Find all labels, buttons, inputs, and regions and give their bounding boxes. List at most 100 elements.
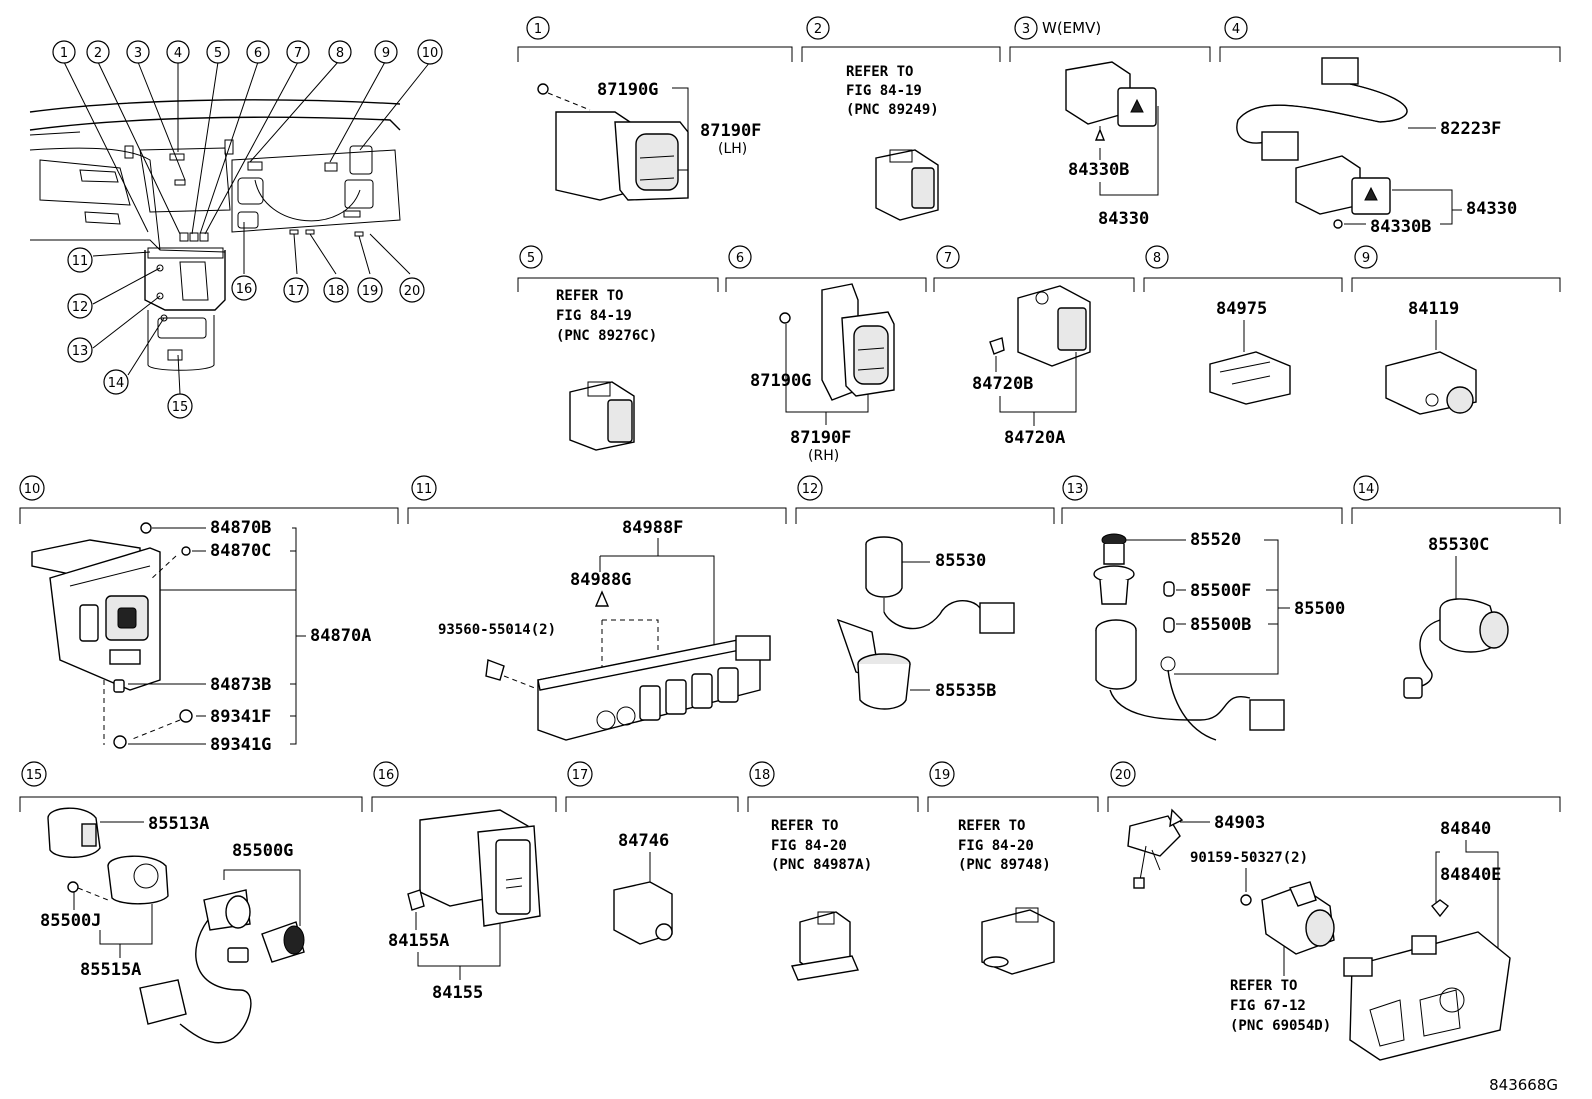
svg-text:16: 16 [236, 282, 253, 297]
section-header-11: 11 [407, 475, 787, 524]
part-84870A: 84870A [310, 626, 371, 646]
section-2: REFER TO FIG 84-19 (PNC 89249) [846, 64, 939, 221]
part-84720A: 84720A [1004, 428, 1065, 448]
part-84840: 84840 [1440, 819, 1491, 839]
svg-text:13: 13 [72, 344, 89, 359]
overview-callout-13: 13 [67, 337, 93, 363]
part-85535B: 85535B [935, 681, 996, 701]
overview-callout-6: 6 [246, 40, 270, 64]
panel-icon [1349, 931, 1511, 1061]
section-header-7: 7 [933, 245, 1135, 292]
connector-icon [1321, 57, 1359, 85]
svg-text:15: 15 [172, 400, 189, 415]
svg-text:7: 7 [944, 251, 952, 266]
clip-icon [407, 889, 425, 911]
dashboard-overview [29, 61, 431, 395]
svg-text:6: 6 [254, 46, 262, 61]
svg-text:18: 18 [754, 768, 771, 783]
svg-text:12: 12 [802, 482, 819, 497]
overview-callout-9: 9 [374, 40, 398, 64]
svg-text:5: 5 [527, 251, 535, 266]
part-84975: 84975 [1216, 299, 1267, 319]
part-85530: 85530 [935, 551, 986, 571]
svg-text:14: 14 [108, 376, 125, 391]
connector-icon [139, 979, 187, 1025]
part-84155: 84155 [432, 983, 483, 1003]
part-84746: 84746 [618, 831, 669, 851]
section-3-variant-tag: W(EMV) [1042, 19, 1101, 37]
svg-text:2: 2 [94, 46, 102, 61]
svg-text:2: 2 [814, 22, 822, 37]
part-85500F: 85500F [1190, 581, 1251, 601]
section-header-13: 13 [1061, 475, 1343, 524]
svg-text:19: 19 [934, 768, 951, 783]
part-84870B: 84870B [210, 518, 271, 538]
section-1: 87190G 87190F (LH) [537, 80, 761, 201]
section-7: 84720B 84720A [972, 285, 1091, 448]
refer-fig: FIG 84-20 [771, 838, 847, 854]
section-header-10: 10 [19, 475, 399, 524]
side-note-rh: (RH) [808, 448, 839, 464]
screw-icon [485, 659, 505, 681]
svg-text:4: 4 [1232, 22, 1240, 37]
overview-callout-15: 15 [167, 393, 193, 419]
svg-text:11: 11 [416, 482, 433, 497]
svg-text:10: 10 [422, 46, 439, 61]
connector-icon [1209, 351, 1291, 405]
overview-callout-20: 20 [399, 277, 425, 303]
svg-text:15: 15 [26, 768, 43, 783]
part-84330B: 84330B [1370, 217, 1431, 237]
svg-text:16: 16 [378, 768, 395, 783]
section-4: 82223F 84330 84330B [1236, 57, 1517, 237]
part-84330: 84330 [1466, 199, 1517, 219]
section-11: 84988F 84988G 93560-55014(2) [438, 518, 771, 741]
part-87190G: 87190G [750, 371, 811, 391]
section-10: 84870B 84870C 84870A 84873B 89341F 89341… [31, 518, 371, 755]
side-note-lh: (LH) [718, 141, 747, 157]
section-8: 84975 [1209, 299, 1291, 405]
section-19: REFER TO FIG 84-20 (PNC 89748) [958, 818, 1055, 975]
section-header-12: 12 [795, 475, 1055, 524]
section-header-15: 15 [19, 761, 363, 812]
section-16: 84155A 84155 [388, 809, 541, 1003]
svg-text:18: 18 [328, 284, 345, 299]
refer-pnc: (PNC 69054D) [1230, 1018, 1331, 1034]
part-85500: 85500 [1294, 599, 1345, 619]
socket-bracket-icon [1127, 815, 1181, 857]
svg-text:17: 17 [288, 284, 305, 299]
part-85520: 85520 [1190, 530, 1241, 550]
section-header-4: 4 [1219, 16, 1561, 62]
part-84155A: 84155A [388, 931, 449, 951]
section-6: 87190G 87190F (RH) [750, 283, 895, 464]
svg-text:3: 3 [134, 46, 142, 61]
overview-callout-7: 7 [286, 40, 310, 64]
section-header-17: 17 [565, 761, 739, 812]
section-header-1: 1 [517, 16, 793, 62]
section-header-8: 8 [1143, 245, 1343, 292]
section-header-20: 20 [1107, 761, 1561, 812]
refer-to-label: REFER TO [771, 818, 838, 834]
part-84870C: 84870C [210, 541, 271, 561]
part-85500J: 85500J [40, 911, 101, 931]
clip-icon [989, 337, 1005, 355]
part-87190F: 87190F [790, 428, 851, 448]
section-header-16: 16 [371, 761, 557, 812]
svg-text:11: 11 [72, 254, 89, 269]
part-85500G: 85500G [232, 841, 293, 861]
overview-callout-12: 12 [67, 293, 93, 319]
svg-text:6: 6 [736, 251, 744, 266]
section-18: REFER TO FIG 84-20 (PNC 84987A) [771, 818, 872, 981]
part-84720B: 84720B [972, 374, 1033, 394]
svg-text:20: 20 [404, 284, 421, 299]
svg-text:10: 10 [24, 482, 41, 497]
part-87190F: 87190F [700, 121, 761, 141]
svg-text:5: 5 [214, 46, 222, 61]
refer-fig: FIG 67-12 [1230, 998, 1306, 1014]
refer-to-label: REFER TO [958, 818, 1025, 834]
screw-icon [779, 312, 791, 324]
section-9: 84119 [1385, 299, 1477, 415]
refer-pnc: (PNC 89276C) [556, 328, 657, 344]
